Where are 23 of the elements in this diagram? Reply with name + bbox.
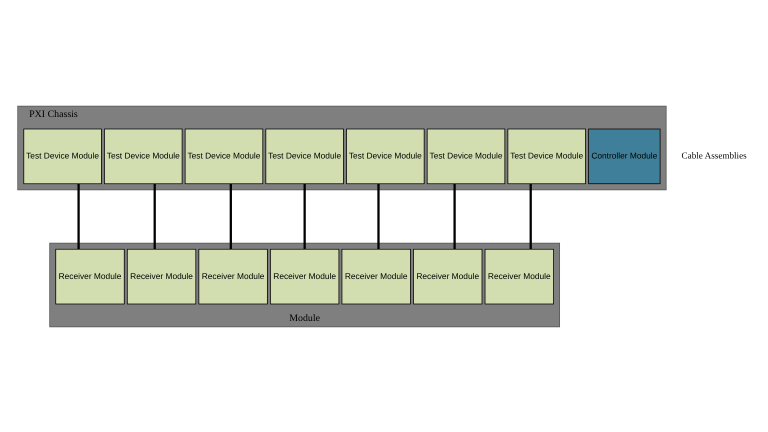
node-box: Receiver Module [484, 248, 554, 304]
connector [453, 183, 456, 249]
node-box: Test Device Module [346, 128, 425, 184]
node-box: Test Device Module [508, 128, 586, 184]
connector [154, 183, 156, 249]
node-box: Receiver Module [55, 248, 125, 304]
node-box: Receiver Module [413, 248, 482, 304]
node-box: Test Device Module [184, 128, 264, 184]
connector [530, 183, 532, 249]
connector [377, 183, 380, 249]
connector [304, 183, 306, 249]
node-box: Receiver Module [198, 248, 268, 304]
connector [77, 183, 80, 249]
node-box: Receiver Module [270, 248, 340, 304]
node-box: Controller Module [588, 128, 660, 184]
node-box: Receiver Module [342, 248, 411, 304]
label: Cable Assemblies [682, 150, 747, 160]
node-box: Test Device Module [426, 128, 506, 184]
node-box: Test Device Module [104, 128, 182, 184]
connector [230, 183, 232, 249]
node-box: Test Device Module [265, 128, 344, 184]
node-box: Test Device Module [23, 128, 102, 184]
node-box: Receiver Module [126, 248, 196, 304]
